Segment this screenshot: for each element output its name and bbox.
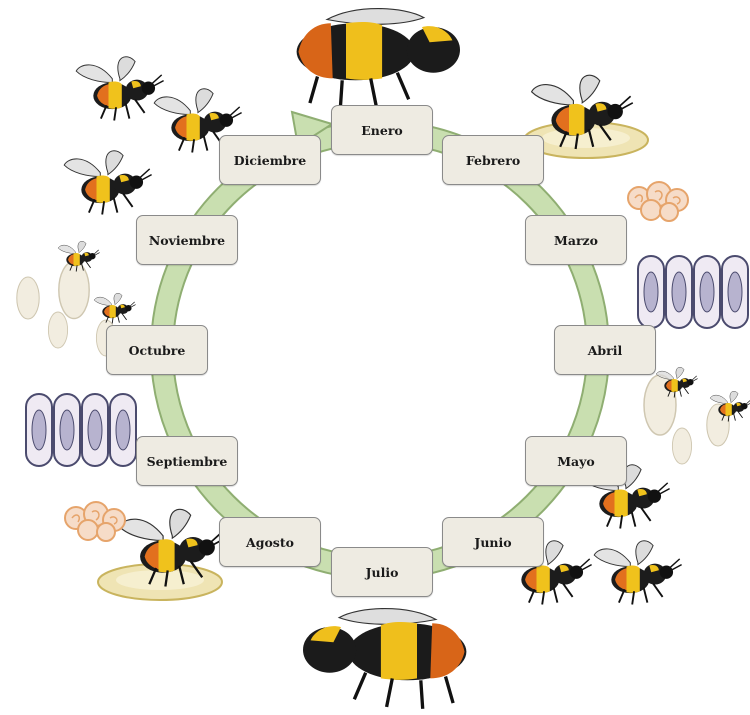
month-box-octubre: Octubre xyxy=(106,325,208,375)
cocoon-icon xyxy=(672,428,691,464)
month-box-febrero: Febrero xyxy=(442,135,544,185)
month-box-marzo: Marzo xyxy=(525,215,627,265)
pupae-cells-icon xyxy=(638,256,748,328)
month-box-mayo: Mayo xyxy=(525,436,627,486)
month-box-noviembre: Noviembre xyxy=(136,215,238,265)
cocoon-icon xyxy=(59,262,89,319)
bumblebee-worker-icon xyxy=(94,293,135,323)
larvae-icon xyxy=(65,502,125,541)
larvae-icon xyxy=(628,182,688,221)
month-box-diciembre: Diciembre xyxy=(219,135,321,185)
month-box-abril: Abril xyxy=(554,325,656,375)
cycle-ring xyxy=(162,132,598,568)
pupae-cells-icon xyxy=(26,394,136,466)
month-box-junio: Junio xyxy=(442,517,544,567)
cocoon-icon xyxy=(48,312,67,348)
month-box-septiembre: Septiembre xyxy=(136,436,238,486)
bumblebee-queen-icon xyxy=(297,9,460,109)
cocoon-icon xyxy=(17,277,39,319)
bumblebee-worker-icon xyxy=(64,151,151,215)
month-box-julio: Julio xyxy=(331,547,433,597)
month-box-enero: Enero xyxy=(331,105,433,155)
bumblebee-worker-icon xyxy=(594,541,681,605)
bumblebee-queen-icon xyxy=(303,609,466,709)
month-box-agosto: Agosto xyxy=(219,517,321,567)
bumblebee-worker-icon xyxy=(76,57,163,121)
